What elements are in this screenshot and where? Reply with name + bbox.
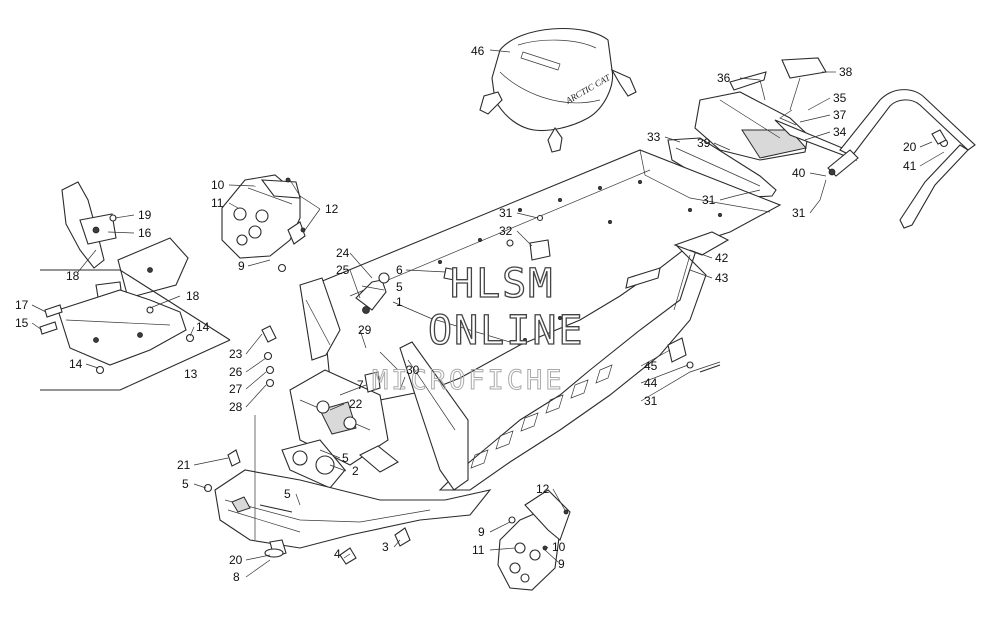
callout-8: 8 — [233, 570, 240, 584]
callout-22: 22 — [349, 397, 363, 411]
callout-28: 28 — [229, 400, 243, 414]
callout-32: 32 — [499, 224, 513, 238]
callout-24: 24 — [336, 246, 350, 260]
callout-31-tunnel: 31 — [499, 206, 513, 220]
callout-42: 42 — [715, 251, 729, 265]
callout-5-lower: 5 — [284, 487, 291, 501]
callout-20-front: 20 — [229, 553, 243, 567]
callout-4: 4 — [334, 547, 341, 561]
watermark-line-3: MICROFICHE — [372, 365, 565, 396]
callout-10-lower: 10 — [552, 540, 566, 554]
callout-9-upper: 9 — [238, 259, 245, 273]
callout-40: 40 — [792, 166, 806, 180]
callout-6: 6 — [396, 263, 403, 277]
callout-44: 44 — [644, 376, 658, 390]
callout-5-front: 5 — [182, 477, 189, 491]
watermark-line-2: ONLINE — [428, 308, 585, 354]
callout-17: 17 — [15, 298, 29, 312]
grab-bar-part — [827, 89, 976, 229]
callout-10-upper: 10 — [211, 178, 225, 192]
fasteners — [203, 129, 947, 565]
callout-41: 41 — [903, 159, 917, 173]
callout-30: 30 — [406, 363, 420, 377]
callout-5-post: 5 — [396, 280, 403, 294]
front-frame-part — [281, 277, 469, 491]
callout-26: 26 — [229, 365, 243, 379]
callout-34: 34 — [833, 125, 847, 139]
callout-14-left: 14 — [69, 357, 83, 371]
watermark: HLSM ONLINE MICROFICHE — [372, 260, 585, 396]
callout-5-center: 5 — [342, 451, 349, 465]
rear-tail-part — [667, 57, 858, 199]
callout-25: 25 — [336, 263, 350, 277]
callout-23: 23 — [229, 347, 243, 361]
callout-7: 7 — [357, 378, 364, 392]
callout-13: 13 — [184, 367, 198, 381]
callout-11-lower: 11 — [472, 543, 485, 557]
callout-31-grab: 31 — [792, 206, 806, 220]
callout-36: 36 — [717, 71, 731, 85]
callout-35: 35 — [833, 91, 847, 105]
callout-33: 33 — [647, 130, 661, 144]
callout-3: 3 — [382, 540, 389, 554]
leader-lines — [31, 49, 945, 578]
callout-21: 21 — [177, 458, 191, 472]
callout-15: 15 — [15, 316, 29, 330]
callout-9-lower-right: 9 — [558, 557, 565, 571]
callout-12-upper: 12 — [325, 202, 339, 216]
callout-43: 43 — [715, 271, 729, 285]
callout-46: 46 — [471, 44, 485, 58]
callout-9-lower-left: 9 — [478, 525, 485, 539]
callout-18-left: 18 — [66, 269, 80, 283]
callout-labels: 46 36 38 35 37 34 33 39 20 41 40 31 31 3… — [15, 44, 917, 584]
callout-37: 37 — [833, 108, 847, 122]
callout-18-right: 18 — [186, 289, 200, 303]
running-board-cutouts — [470, 364, 613, 469]
callout-1: 1 — [396, 295, 403, 309]
callout-31-tail: 31 — [702, 193, 716, 207]
seat-part: ARCTIC CAT — [479, 27, 637, 153]
tunnel-part — [319, 149, 782, 401]
callout-29: 29 — [358, 323, 372, 337]
callout-12-lower: 12 — [536, 482, 550, 496]
steering-post-part — [355, 267, 457, 314]
callout-11-upper: 11 — [211, 196, 224, 210]
callout-27: 27 — [229, 382, 243, 396]
callout-14-right: 14 — [196, 320, 210, 334]
front-bumper-part — [214, 469, 492, 558]
callout-39: 39 — [697, 136, 711, 150]
callout-45: 45 — [644, 359, 658, 373]
callout-19: 19 — [138, 208, 152, 222]
callout-16: 16 — [138, 226, 152, 240]
watermark-line-1: HLSM — [450, 261, 554, 307]
callout-2: 2 — [352, 464, 359, 478]
callout-38: 38 — [839, 65, 853, 79]
callout-31-side: 31 — [644, 394, 658, 408]
upper-plate-parts — [221, 174, 306, 273]
left-bracket-parts — [39, 181, 231, 391]
callout-20-rear: 20 — [903, 140, 917, 154]
tunnel-holes — [437, 179, 723, 342]
